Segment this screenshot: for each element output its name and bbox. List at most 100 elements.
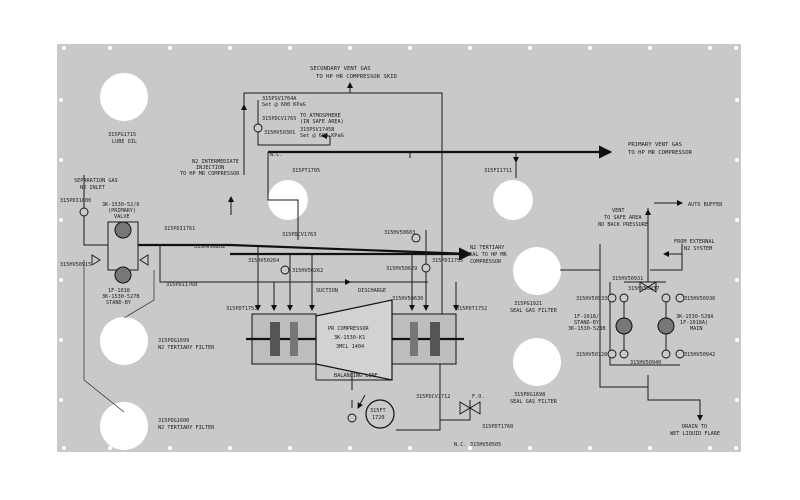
- filter-symbols: [114, 221, 675, 335]
- vent-safe-area: TO SAFE AREA: [604, 215, 642, 221]
- tertiary-filter-b-label: N2 TERTIARY FILTER: [158, 425, 215, 431]
- instrument-tag: 315PDCV1712: [416, 394, 450, 400]
- instrument-tag: 315HV50942: [684, 352, 715, 358]
- secondary-vent-label: SECONDARY VENT GAS: [310, 66, 371, 72]
- suction-label: SUCTION: [316, 288, 338, 294]
- standby-seal-filter-id: 1F-1018/: [574, 314, 599, 320]
- mounting-holes: [59, 46, 739, 450]
- instrument-tag: 315HV50505: [470, 442, 501, 448]
- instrument-tag: 315PDCV1763: [282, 232, 316, 238]
- seal-gas-gauge-cutout-a: [513, 247, 561, 295]
- tertiary-seal-label: N2 TERTIARY: [470, 245, 505, 251]
- seal-gas-filter-b-label: SEAL GAS FILTER: [510, 399, 558, 405]
- intermediate-destination: TO HP MR COMPRESSOR: [180, 171, 240, 177]
- instrument-tag: 315HV50262: [194, 244, 225, 250]
- compressor-unit: [246, 299, 464, 381]
- seal-gas-gauge-cutout-b: [513, 338, 561, 386]
- atmosphere-label: TO ATMOSPHERE: [300, 113, 341, 119]
- atmosphere-safe-area: (IN SAFE AREA): [300, 119, 344, 125]
- labels: SECONDARY VENT GAS TO HP HR COMPRESSOR S…: [60, 66, 723, 448]
- instrument-tag: 315FI1711: [484, 168, 512, 174]
- instrument-tag: 315HV50629: [386, 266, 417, 272]
- instrument-tag: 315PDT1753: [226, 306, 257, 312]
- instrument-tag: 315PDT1752: [456, 306, 487, 312]
- normally-closed-label: N.C.: [270, 152, 283, 158]
- instrument-setpoint: Set @ 600 KPaG: [300, 133, 344, 139]
- transmitter-number: 1720: [372, 415, 385, 421]
- drain-label: DRAIN TO: [682, 424, 707, 430]
- instrument-tag: 315HV50931: [612, 276, 643, 282]
- lube-oil-label: LUBE OIL: [112, 139, 137, 145]
- balancing-line-label: BALANCING LINE: [334, 373, 378, 379]
- seal-gas-filter-b-tag: 315PDG1698: [514, 392, 545, 398]
- instrument-tag: 315PSV1764A: [262, 96, 297, 102]
- instrument-tag: 315HV50301: [264, 130, 295, 136]
- primary-vent-gauge-cutout-right: [493, 180, 533, 220]
- external-n2-system: N2 SYSTEM: [684, 246, 712, 252]
- instrument-setpoint: Set @ 600 KPaG: [262, 102, 306, 108]
- instrument-tag: 315HV50264: [248, 258, 279, 264]
- standby-seal-filter-label: STAND-BY: [574, 320, 600, 326]
- instrument-tag: 315HV50630: [392, 296, 423, 302]
- external-source-label: FROM EXTERNAL: [674, 239, 715, 245]
- auto-buffer-label: AUTO BUFFER: [688, 202, 723, 208]
- instrument-tag: 315HV50603: [384, 230, 415, 236]
- main-seal-filter-id: 1F-1018A): [680, 320, 708, 326]
- process-lines: [83, 82, 703, 431]
- instrument-tag: 315PDCV1765: [262, 116, 296, 122]
- instrument-tag: 315PDI1600: [60, 198, 91, 204]
- primary-filter-valve: VALVE: [114, 214, 130, 220]
- instrument-tag: 315HV50936: [684, 296, 715, 302]
- drain-destination: WET LIQUID FLARE: [670, 431, 720, 437]
- main-seal-filter-label: MAIN: [690, 326, 703, 332]
- tertiary-seal-target: SEAL TO HP MR: [466, 252, 507, 258]
- separation-gas-inlet: N2 INLET: [80, 185, 105, 191]
- instrument-tag: 315HV50940: [630, 360, 661, 366]
- instrument-tag: 315HV50262: [292, 268, 323, 274]
- transmitter-tag: 315FT: [370, 408, 386, 414]
- instrument-tag: 315PDI1768: [166, 282, 197, 288]
- instrument-tag: 315PDT1760: [482, 424, 513, 430]
- instrument-tag: 315PDI1761: [164, 226, 195, 232]
- instrument-tag: 315HV50915: [60, 262, 91, 268]
- standby-seal-filter-tag: 3K-1530-528B: [568, 326, 605, 332]
- standby-filter-tag: 3K-1530-527B: [102, 294, 139, 300]
- lube-oil-tag: 315PG1715: [108, 132, 136, 138]
- tertiary-filter-b-tag: 315PDG1600: [158, 418, 189, 424]
- compressor-tag: 3K-1530-K1: [334, 335, 365, 341]
- instrument-tag: 315PSV1745B: [300, 127, 334, 133]
- lube-oil-gauge-cutout: [100, 73, 148, 121]
- primary-vent-label: PRIMARY VENT GAS: [628, 142, 682, 148]
- discharge-label: DISCHARGE: [358, 288, 386, 294]
- tertiary-seal-compressor: COMPRESSOR: [470, 259, 502, 265]
- primary-filter-tag: 3K-1530-52/6: [102, 202, 139, 208]
- standby-filter-id: 1F-1018: [108, 288, 130, 294]
- compressor-name: PR COMPRESSOR: [328, 326, 369, 332]
- secondary-vent-destination: TO HP HR COMPRESSOR SKID: [316, 74, 397, 80]
- tertiary-filter-gauge-cutout-a: [100, 317, 148, 365]
- valve-symbols: [79, 123, 685, 423]
- instrument-tag: 315PDI1755: [432, 258, 463, 264]
- fail-open-label: F.O.: [472, 394, 485, 400]
- tertiary-filter-gauge-cutout-b: [100, 402, 148, 450]
- diagram-panel: [57, 44, 741, 452]
- standby-filter-label: STAND-BY: [106, 300, 132, 306]
- instrument-tag: 315HV50937: [628, 286, 659, 292]
- vent-no-back-pressure: NO BACK PRESSURE: [598, 222, 648, 228]
- instrument-tag: 315HV50933: [576, 296, 607, 302]
- instrument-tag: 315HV50728: [576, 352, 607, 358]
- tertiary-filter-a-label: N2 TERTIARY FILTER: [158, 345, 215, 351]
- normally-closed-label-lower: N.C.: [454, 442, 467, 448]
- primary-vent-destination: TO HP MR COMPRESSOR: [628, 150, 693, 156]
- main-seal-filter-tag: 3K-1530-528A: [676, 314, 714, 320]
- separation-gas-label: SEPARATION GAS: [74, 178, 118, 184]
- intermediate-injection: INJECTION: [196, 165, 224, 171]
- seal-gas-filter-a-tag: 315PG1921: [514, 301, 542, 307]
- vent-label: VENT: [612, 208, 625, 214]
- instrument-tag: 315PT1705: [292, 168, 320, 174]
- flow-transmitter: [365, 399, 395, 429]
- tertiary-filter-a-tag: 315PDG1699: [158, 338, 189, 344]
- intermediate-label: N2 INTERMEDIATE: [192, 159, 239, 165]
- compressor-model: 3MCL 1404: [336, 344, 364, 350]
